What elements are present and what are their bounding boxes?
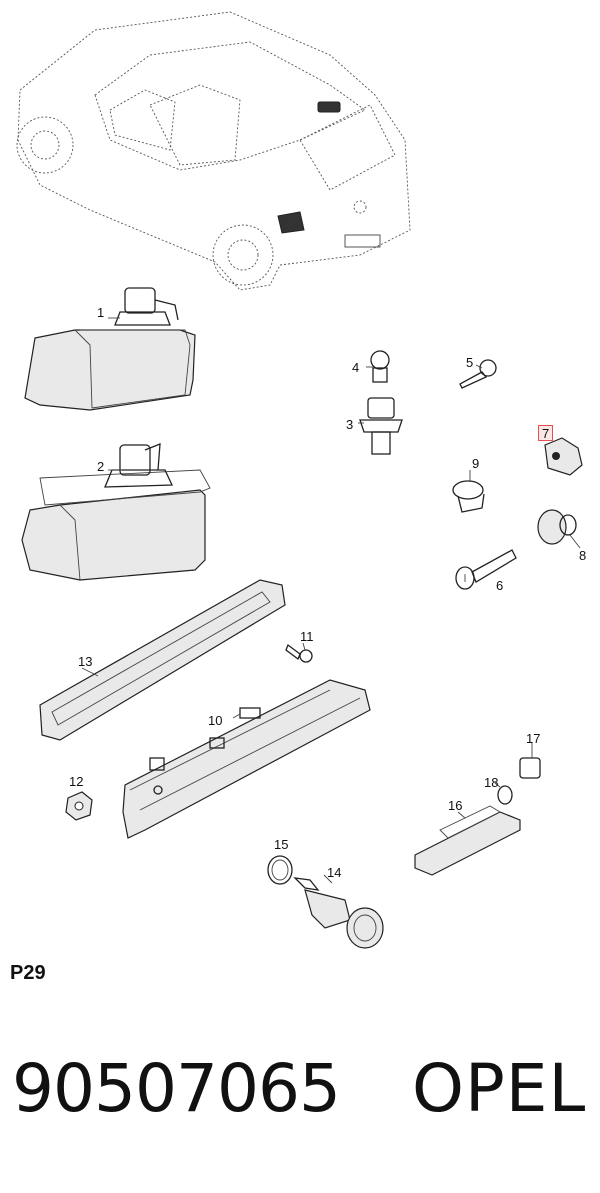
trim-strip-illustration: [39, 579, 286, 741]
grommet-illustration: [452, 470, 485, 513]
bulb-illustration: [366, 350, 390, 383]
license-plate-lamp-illustration: [414, 805, 521, 876]
reverse-switch-illustration: [293, 874, 384, 949]
callout-7-highlighted: 7: [538, 425, 554, 441]
callout-6: 6: [496, 578, 504, 593]
tail-lamp-upper-illustration: [24, 287, 196, 411]
callout-10: 10: [208, 713, 223, 728]
part-number: 90507065: [12, 1050, 341, 1127]
washer-ring-illustration: [267, 855, 293, 885]
callout-5: 5: [466, 355, 474, 370]
exploded-parts-diagram: [16, 11, 583, 949]
callout-8: 8: [579, 548, 587, 563]
callout-11: 11: [300, 629, 314, 644]
nut-illustration: [65, 791, 93, 821]
car-outline-illustration: [16, 11, 411, 291]
bulb-socket-illustration: [358, 397, 403, 455]
callout-4: 4: [352, 360, 360, 375]
small-screw-illustration: [285, 642, 313, 663]
callout-14: 14: [327, 865, 342, 880]
page-code: P29: [10, 962, 46, 984]
callout-17: 17: [526, 731, 541, 746]
brake-light-illustration: [122, 679, 371, 839]
callout-13: 13: [78, 654, 93, 669]
callout-1: 1: [97, 305, 105, 320]
callout-9: 9: [472, 456, 480, 471]
brand-name: OPEL: [412, 1050, 587, 1127]
retainer-illustration: [537, 509, 581, 549]
callout-18: 18: [484, 775, 499, 790]
callout-12: 12: [69, 774, 84, 789]
callout-3: 3: [346, 417, 354, 432]
screw-illustration: [459, 359, 497, 389]
clip-illustration: [544, 437, 583, 476]
tail-lamp-lower-illustration: [21, 443, 211, 581]
bolt-illustration: [455, 549, 517, 590]
small-bulb-illustration: [494, 782, 513, 805]
callout-2: 2: [97, 459, 105, 474]
lamp-socket-illustration: [519, 742, 541, 779]
callout-15: 15: [274, 837, 289, 852]
callout-16: 16: [448, 798, 463, 813]
